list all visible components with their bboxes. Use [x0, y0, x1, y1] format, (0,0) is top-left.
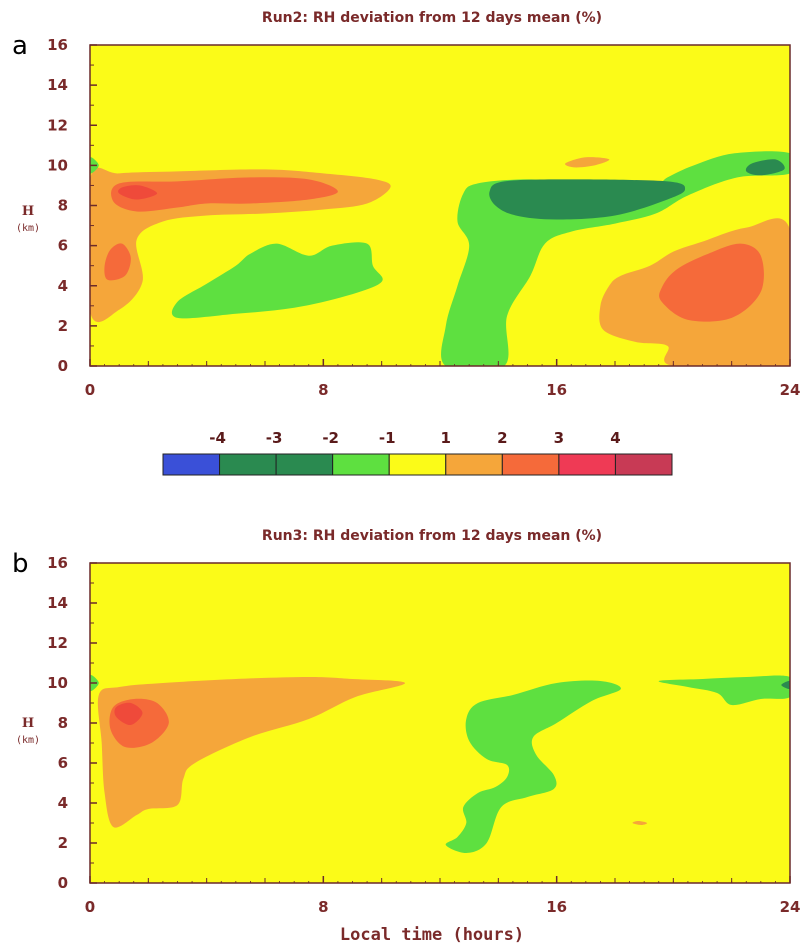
contour-region-b-4 [445, 680, 621, 854]
colorbar-label: 1 [441, 429, 451, 447]
contour-region-a-10 [489, 179, 686, 220]
panel-a-letter: a [12, 31, 28, 61]
x-tick-label: 8 [318, 898, 328, 916]
y-tick-label: 10 [47, 156, 68, 174]
colorbar-box [219, 453, 277, 476]
colorbar-box [332, 453, 390, 476]
contour-region-a-11 [745, 159, 785, 176]
contour-region-a-2 [565, 157, 610, 168]
y-tick-label: 4 [58, 277, 68, 295]
colorbar-label: 2 [497, 429, 507, 447]
colorbar-label: 3 [554, 429, 564, 447]
colorbar: -4 -3 -2 -1 1 2 3 4 [162, 429, 673, 476]
colorbar-box [445, 453, 503, 476]
y-tick-label: 16 [47, 554, 68, 572]
colorbar-box [162, 453, 221, 476]
panel-a-ylabel: H [22, 204, 34, 219]
contour-region-a-7 [171, 242, 383, 319]
colorbar-box [275, 453, 334, 476]
panel-b: Run3: RH deviation from 12 days mean (%)… [12, 528, 800, 945]
colorbar-box [558, 453, 616, 476]
y-tick-label: 14 [47, 76, 68, 94]
y-tick-label: 6 [58, 754, 68, 772]
colorbar-label: -2 [322, 429, 339, 447]
contour-region-b-5 [658, 675, 790, 706]
colorbar-label: -1 [379, 429, 396, 447]
panel-b-letter: b [12, 549, 29, 579]
colorbar-box [614, 453, 673, 476]
y-tick-label: 12 [47, 634, 68, 652]
colorbar-box [388, 453, 447, 476]
contour-region-b-3 [114, 702, 143, 726]
x-tick-label: 0 [85, 381, 95, 399]
colorbar-labels: -4 -3 -2 -1 1 2 3 4 [209, 429, 620, 447]
y-tick-label: 4 [58, 794, 68, 812]
colorbar-label: -4 [209, 429, 226, 447]
x-tick-label: 0 [85, 898, 95, 916]
y-tick-label: 16 [47, 36, 68, 54]
y-tick-label: 2 [58, 834, 68, 852]
panel-b-xlabel: Local time (hours) [340, 925, 524, 945]
contour-region-a-3 [111, 177, 338, 212]
contour-region-a-4 [104, 243, 131, 281]
x-tick-label: 24 [780, 898, 801, 916]
y-tick-label: 0 [58, 874, 68, 892]
panel-a: Run2: RH deviation from 12 days mean (%)… [12, 10, 800, 399]
panel-a-title: Run2: RH deviation from 12 days mean (%) [262, 10, 602, 26]
y-tick-label: 0 [58, 357, 68, 375]
contour-region-a-6 [118, 185, 158, 200]
colorbar-label: -3 [266, 429, 283, 447]
panel-b-yunit: (km) [16, 735, 40, 746]
panel-a-yunit: (km) [16, 223, 40, 234]
y-tick-label: 12 [47, 116, 68, 134]
contour-region-b-1 [632, 821, 648, 825]
colorbar-box [501, 453, 560, 476]
x-tick-label: 16 [546, 898, 567, 916]
y-tick-label: 6 [58, 237, 68, 255]
colorbar-boxes [162, 453, 673, 476]
x-tick-label: 16 [546, 381, 567, 399]
y-tick-label: 2 [58, 317, 68, 335]
panel-b-ylabel: H [22, 716, 34, 731]
y-tick-label: 14 [47, 594, 68, 612]
colorbar-label: 4 [610, 429, 620, 447]
contour-region-b-7 [781, 680, 790, 690]
panel-b-title: Run3: RH deviation from 12 days mean (%) [262, 528, 602, 544]
x-tick-label: 8 [318, 381, 328, 399]
y-tick-label: 8 [58, 197, 68, 215]
y-tick-label: 8 [58, 714, 68, 732]
contour-region-b-0 [97, 677, 406, 828]
y-tick-label: 10 [47, 674, 68, 692]
x-tick-label: 24 [780, 381, 801, 399]
contour-region-a-5 [659, 243, 764, 322]
